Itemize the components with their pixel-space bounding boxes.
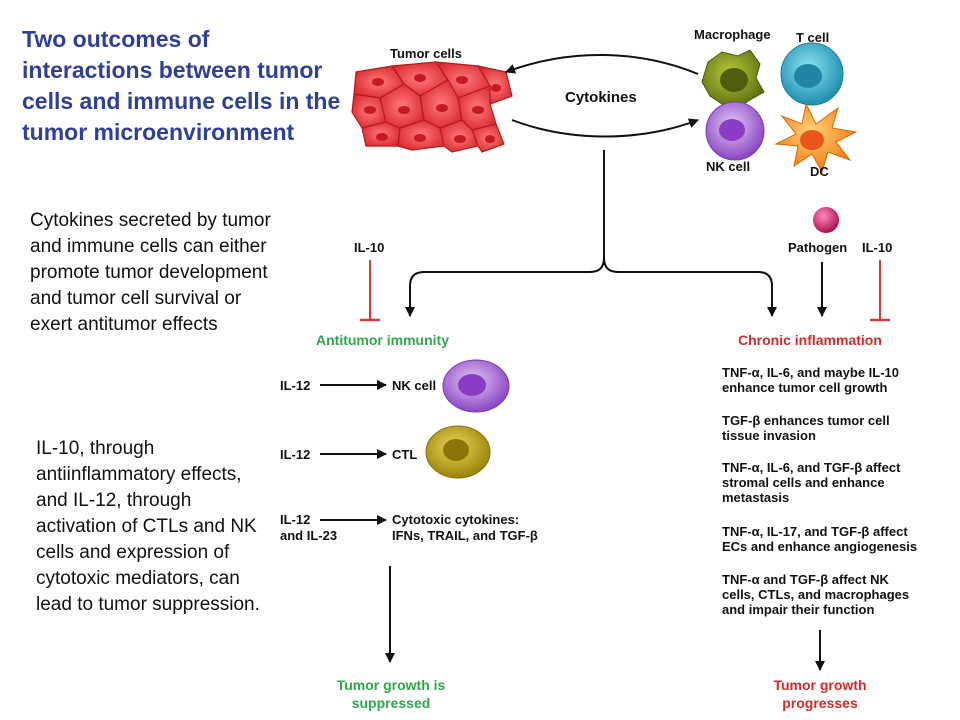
effect-1b: enhance tumor cell growth xyxy=(722,380,887,395)
t-cell-icon xyxy=(780,42,844,106)
label-cytotoxic-1: Cytotoxic cytokines: xyxy=(392,512,519,527)
label-il12-b: IL-12 xyxy=(280,447,310,462)
arrow-to-chronic xyxy=(603,257,777,317)
nk-cell-top-icon xyxy=(705,101,765,161)
dendritic-cell-icon xyxy=(774,102,858,174)
label-tumor-cells: Tumor cells xyxy=(390,46,462,61)
tumor-cells-icon xyxy=(351,61,513,153)
label-il10-right: IL-10 xyxy=(862,240,892,255)
effect-3a: TNF-α, IL-6, and TGF-β affect xyxy=(722,460,901,475)
label-pathogen: Pathogen xyxy=(788,240,847,255)
label-il10-left: IL-10 xyxy=(354,240,384,255)
label-nk-cell: NK cell xyxy=(392,378,436,393)
outcome-left-line1: Tumor growth is xyxy=(337,677,446,693)
effect-3c: metastasis xyxy=(722,490,789,505)
label-il12-c2: and IL-23 xyxy=(280,528,337,543)
effect-2b: tissue invasion xyxy=(722,428,816,443)
effect-2a: TGF-β enhances tumor cell xyxy=(722,413,890,428)
label-cytokines: Cytokines xyxy=(565,89,637,106)
effect-3b: stromal cells and enhance xyxy=(722,475,885,490)
label-t-cell: T cell xyxy=(796,30,829,45)
outcome-right-line1: Tumor growth xyxy=(773,677,866,693)
pathogen-icon xyxy=(813,207,839,233)
effect-5c: and impair their function xyxy=(722,602,874,617)
effect-5b: cells, CTLs, and macrophages xyxy=(722,587,909,602)
ctl-icon xyxy=(425,425,491,479)
effect-4a: TNF-α, IL-17, and TGF-β affect xyxy=(722,524,908,539)
outcome-right-line2: progresses xyxy=(782,695,858,711)
label-dc: DC xyxy=(810,164,829,179)
heading-chronic-inflammation: Chronic inflammation xyxy=(738,332,882,348)
outcome-left-line2: suppressed xyxy=(352,695,431,711)
description-paragraph-1: Cytokines secreted by tumor and immune c… xyxy=(30,210,271,335)
macrophage-icon xyxy=(701,49,765,109)
effect-5a: TNF-α and TGF-β affect NK xyxy=(722,572,889,587)
label-il12-c1: IL-12 xyxy=(280,512,310,527)
description-paragraph-2: IL-10, through antiinflammatory effects,… xyxy=(36,438,260,615)
heading-antitumor-immunity: Antitumor immunity xyxy=(316,332,449,348)
label-ctl: CTL xyxy=(392,447,417,462)
arrow-to-tumor xyxy=(505,53,699,75)
nk-cell-icon xyxy=(442,359,510,413)
label-cytotoxic-2: IFNs, TRAIL, and TGF-β xyxy=(392,528,538,543)
label-nk-cell-top: NK cell xyxy=(706,159,750,174)
effect-1a: TNF-α, IL-6, and maybe IL-10 xyxy=(722,365,899,380)
effect-4b: ECs and enhance angiogenesis xyxy=(722,539,917,554)
arrow-to-antitumor xyxy=(405,150,605,317)
arrow-to-immune xyxy=(511,118,699,138)
label-il12-a: IL-12 xyxy=(280,378,310,393)
slide-title: Two outcomes of interactions between tum… xyxy=(22,26,341,145)
label-macrophage: Macrophage xyxy=(694,27,771,42)
